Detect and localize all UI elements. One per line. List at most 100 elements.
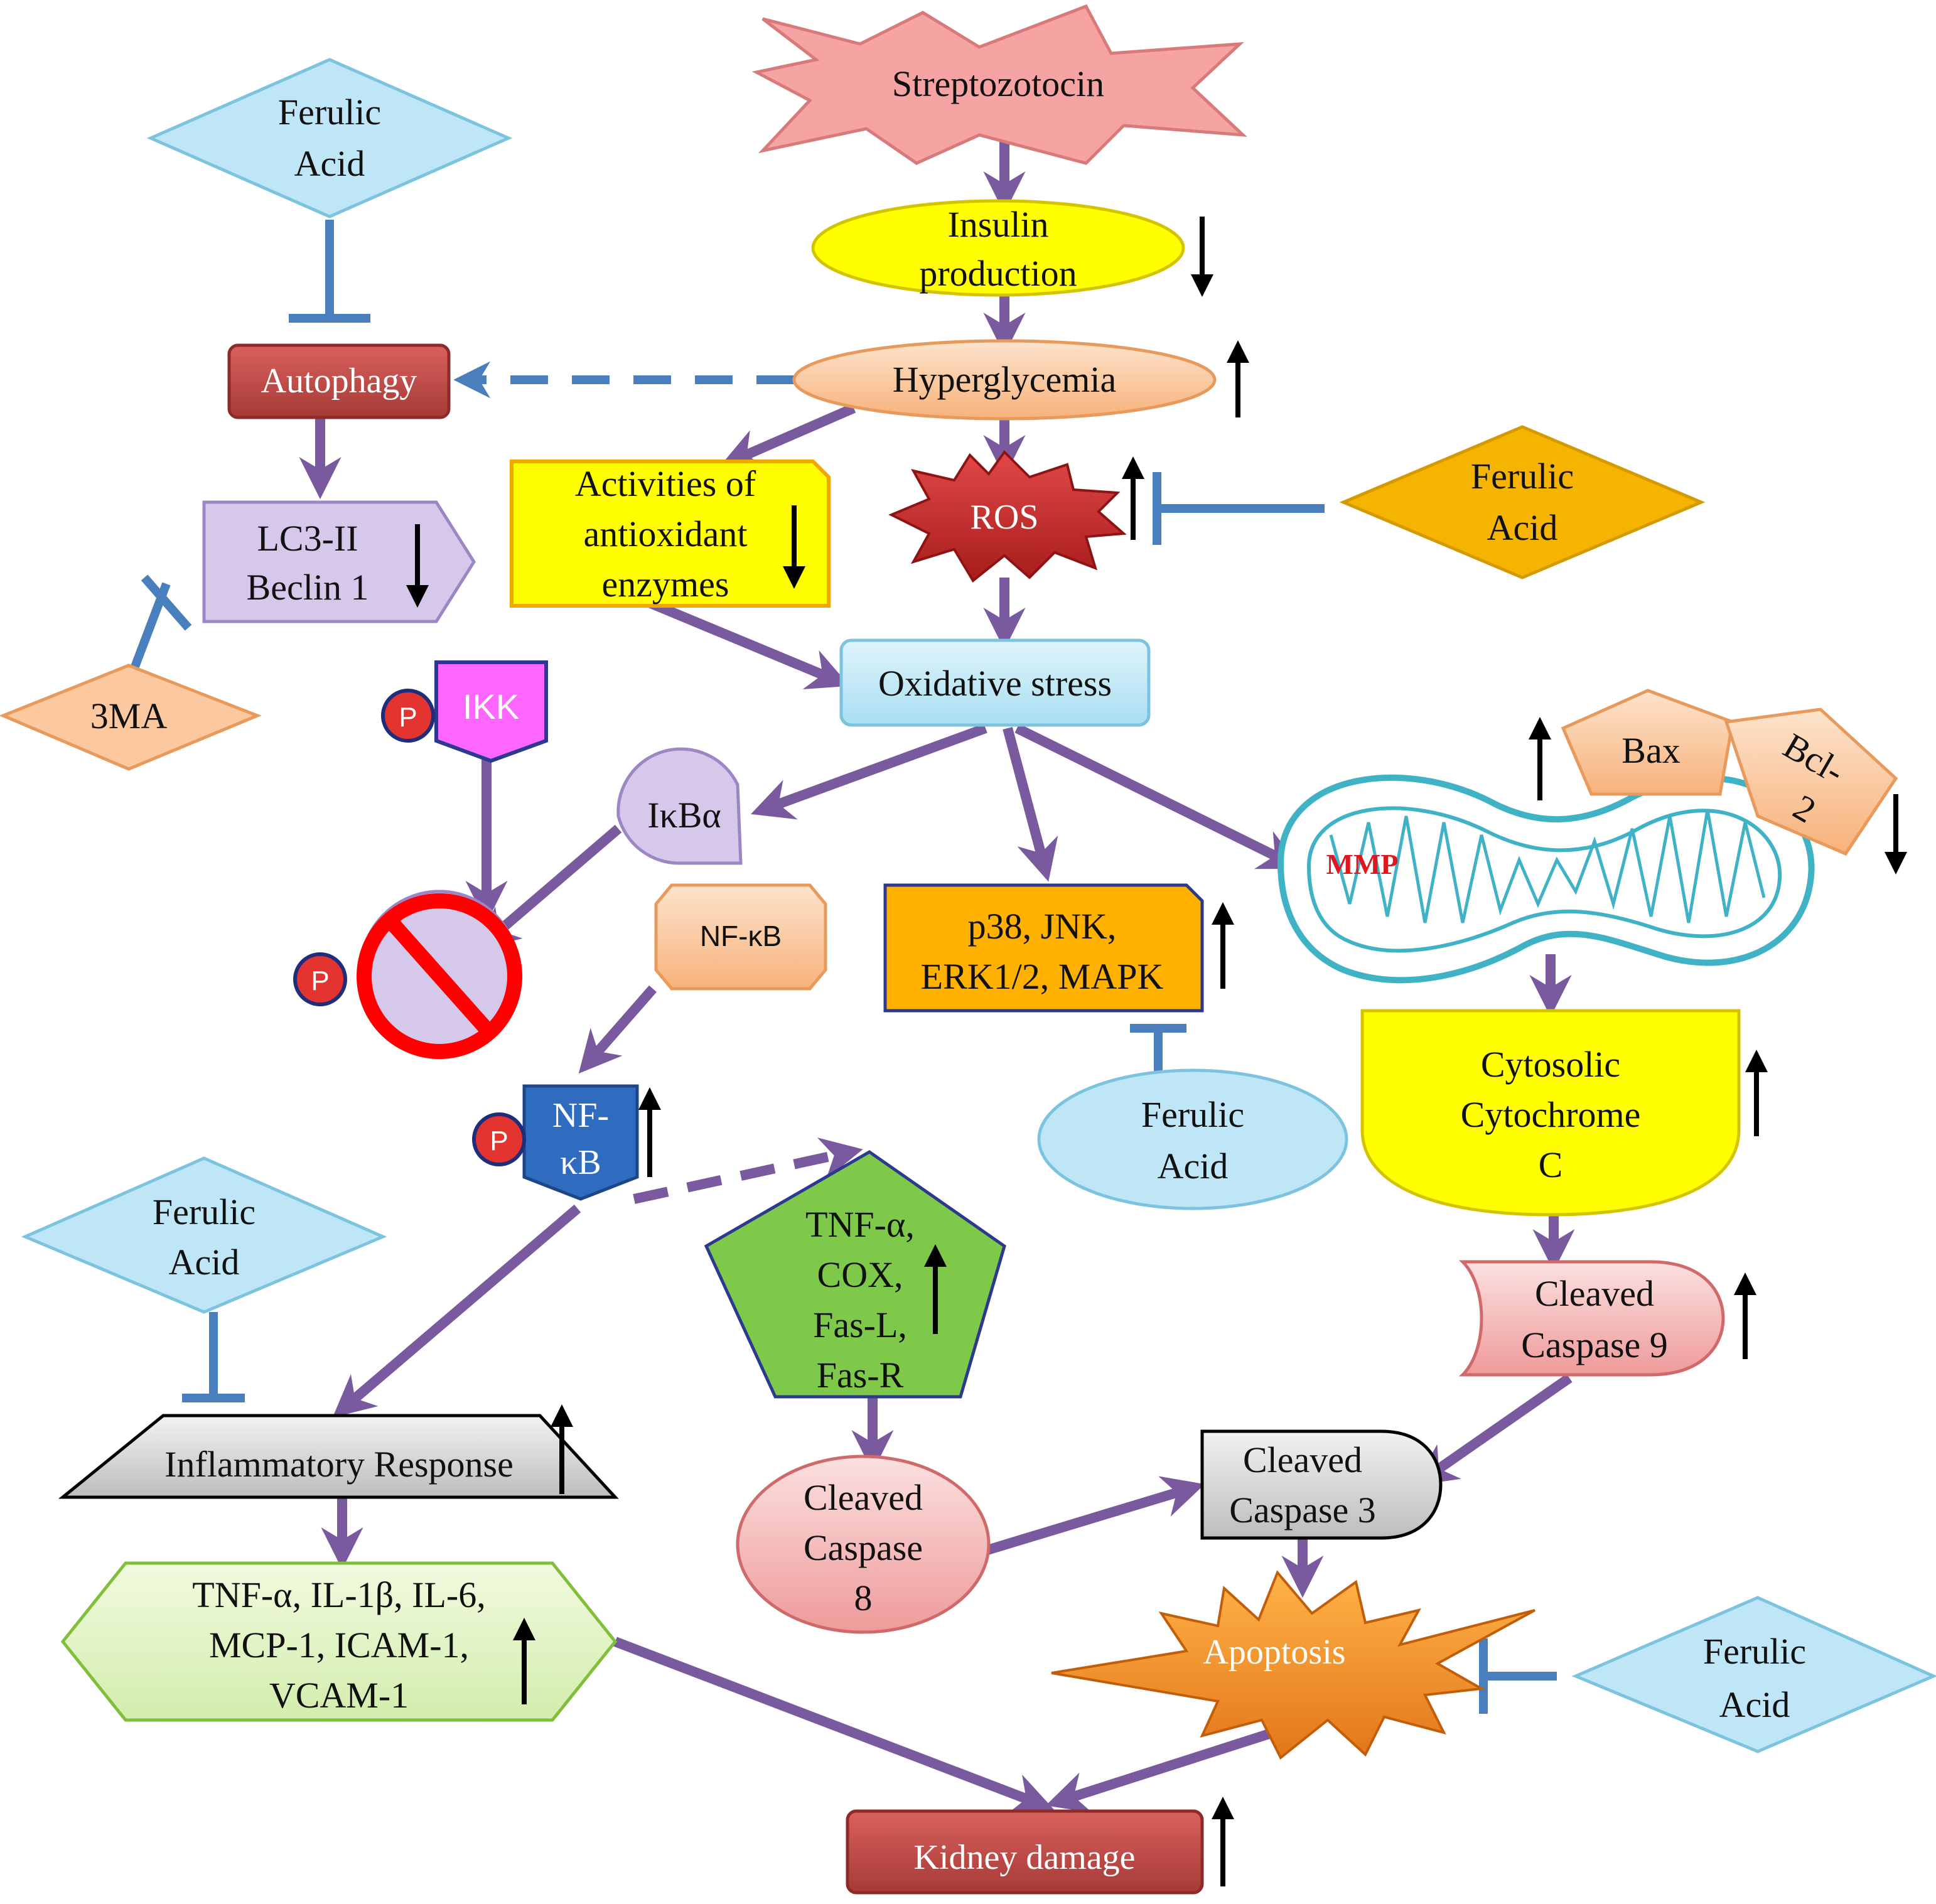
arrow-nfkb-tnf-dashed xyxy=(633,1138,863,1204)
svg-text:LC3-II: LC3-II xyxy=(257,518,358,559)
svg-text:P: P xyxy=(399,702,417,733)
tnf-cox-node: TNF-α, COX, Fas-L, Fas-R xyxy=(704,1150,1006,1399)
svg-text:Streptozotocin: Streptozotocin xyxy=(892,63,1104,104)
apoptosis-node: Apoptosis xyxy=(1051,1570,1535,1760)
arrow-ikba-blocked xyxy=(476,824,622,950)
svg-text:Kidney damage: Kidney damage xyxy=(914,1838,1136,1877)
bax-node: Bax xyxy=(1561,689,1734,796)
hyperglycemia-node: Hyperglycemia xyxy=(792,339,1217,421)
lc3-beclin-node: LC3-II Beclin 1 xyxy=(202,500,476,623)
svg-text:Insulin: Insulin xyxy=(947,204,1048,245)
svg-text:IκBα: IκBα xyxy=(647,795,721,836)
svg-text:Acid: Acid xyxy=(1719,1684,1790,1725)
svg-text:P: P xyxy=(311,965,329,996)
arrow-caspase8-caspase3 xyxy=(984,1476,1205,1556)
svg-text:NF-κB: NF-κB xyxy=(700,920,782,952)
ferulic-acid-node-ros: Ferulic Acid xyxy=(1339,425,1706,579)
svg-text:antioxidant: antioxidant xyxy=(584,514,748,554)
svg-text:Acid: Acid xyxy=(1158,1146,1229,1186)
oxidative-stress-node: Oxidative stress xyxy=(839,638,1151,727)
ikk-phospho-badge: P xyxy=(381,689,435,743)
inflammatory-response-node: Inflammatory Response xyxy=(58,1414,619,1499)
ferulic-acid-node-apoptosis: Ferulic Acid xyxy=(1571,1596,1936,1753)
autophagy-node: Autophagy xyxy=(227,343,451,419)
svg-text:Beclin 1: Beclin 1 xyxy=(247,567,369,608)
svg-text:NF-: NF- xyxy=(552,1096,609,1135)
arrow-oxidative-ikba xyxy=(751,723,987,820)
arrow-caspase9-caspase3 xyxy=(1414,1374,1573,1486)
svg-text:Cleaved: Cleaved xyxy=(1243,1439,1362,1480)
svg-text:Apoptosis: Apoptosis xyxy=(1203,1633,1345,1672)
svg-text:Cytochrome: Cytochrome xyxy=(1461,1094,1641,1135)
svg-text:Cleaved: Cleaved xyxy=(804,1477,923,1518)
inhibition-3ma-lc3 xyxy=(127,574,192,677)
svg-text:Autophagy: Autophagy xyxy=(261,362,417,401)
svg-text:VCAM-1: VCAM-1 xyxy=(269,1675,409,1716)
svg-text:p38, JNK,: p38, JNK, xyxy=(968,906,1117,947)
caspase3-node: Cleaved Caspase 3 xyxy=(1200,1429,1443,1540)
arrow-hyper-antioxidant xyxy=(719,403,856,470)
svg-text:TNF-α,: TNF-α, xyxy=(805,1204,915,1245)
cytokines-node: TNF-α, IL-1β, IL-6, MCP-1, ICAM-1, VCAM-… xyxy=(60,1561,618,1722)
svg-text:Acid: Acid xyxy=(294,143,365,184)
svg-text:Ferulic: Ferulic xyxy=(1703,1631,1806,1672)
svg-text:8: 8 xyxy=(854,1578,873,1618)
svg-text:Ferulic: Ferulic xyxy=(153,1191,255,1232)
inhibition-ferulic-apoptosis xyxy=(1479,1638,1557,1714)
streptozotocin-shape xyxy=(751,4,1247,165)
ferulic-acid-node-inflammatory: Ferulic Acid xyxy=(21,1156,387,1314)
ros-node: ROS xyxy=(888,449,1127,583)
ikk-node: IKK xyxy=(434,660,548,763)
svg-text:Ferulic: Ferulic xyxy=(1141,1094,1244,1135)
svg-text:MCP-1, ICAM-1,: MCP-1, ICAM-1, xyxy=(209,1625,469,1665)
bcl2-node: Bcl- 2 xyxy=(1724,707,1898,856)
ikba-phospho-badge: P xyxy=(293,952,347,1006)
svg-text:Hyperglycemia: Hyperglycemia xyxy=(893,359,1116,400)
svg-text:C: C xyxy=(1539,1144,1563,1185)
ikba-node: IκBα xyxy=(616,747,743,865)
arrow-nfkb-active xyxy=(578,985,657,1074)
mitochondrion-node: MMP xyxy=(1277,774,1815,984)
svg-text:IKK: IKK xyxy=(463,687,519,726)
arrow-antioxidant-oxidative xyxy=(632,591,850,689)
svg-text:Ferulic: Ferulic xyxy=(1471,456,1574,497)
svg-text:Fas-L,: Fas-L, xyxy=(813,1304,907,1345)
svg-text:Cleaved: Cleaved xyxy=(1535,1273,1654,1314)
arrow-oxidative-mapk xyxy=(1003,726,1058,882)
svg-text:Fas-R: Fas-R xyxy=(817,1355,904,1396)
svg-text:production: production xyxy=(919,253,1077,294)
mapk-node: p38, JNK, ERK1/2, MAPK xyxy=(883,883,1204,1013)
ferulic-acid-node-mapk: Ferulic Acid xyxy=(1037,1068,1348,1210)
svg-text:3MA: 3MA xyxy=(90,696,168,736)
svg-text:Acid: Acid xyxy=(1487,507,1558,548)
svg-text:Activities of: Activities of xyxy=(575,463,756,504)
svg-text:TNF-α, IL-1β, IL-6,: TNF-α, IL-1β, IL-6, xyxy=(192,1574,485,1615)
ferulic-acid-node-autophagy: Ferulic Acid xyxy=(146,58,513,218)
3ma-node: 3MA xyxy=(0,664,262,771)
arrow-oxidative-mmp xyxy=(1014,723,1302,869)
svg-text:P: P xyxy=(490,1126,508,1156)
arrow-nfkb-inflammatory xyxy=(332,1204,581,1418)
svg-text:Caspase 3: Caspase 3 xyxy=(1229,1490,1376,1530)
svg-text:Inflammatory Response: Inflammatory Response xyxy=(164,1444,514,1485)
svg-text:κB: κB xyxy=(560,1143,601,1182)
prohibited-icon xyxy=(357,893,522,1059)
svg-text:COX,: COX, xyxy=(817,1254,903,1295)
arrow-cytokines-kidney xyxy=(613,1637,1054,1814)
connectors xyxy=(127,138,1575,1814)
svg-text:Bax: Bax xyxy=(1621,730,1680,771)
svg-text:Acid: Acid xyxy=(169,1242,240,1283)
inhibition-ferulic-ros xyxy=(1153,472,1325,545)
nfkb-inactive-node: NF-κB xyxy=(654,883,827,991)
antioxidant-enzymes-node: Activities of antioxidant enzymes xyxy=(510,460,831,608)
svg-text:Oxidative stress: Oxidative stress xyxy=(878,663,1112,704)
svg-text:enzymes: enzymes xyxy=(602,564,729,605)
inhibition-ferulic-autophagy xyxy=(289,220,370,323)
svg-text:Caspase: Caspase xyxy=(804,1527,923,1568)
nfkb-phospho-badge: P xyxy=(472,1112,526,1166)
streptozotocin-node: Streptozotocin xyxy=(751,4,1247,165)
caspase9-node: Cleaved Caspase 9 xyxy=(1458,1260,1725,1377)
svg-text:ERK1/2, MAPK: ERK1/2, MAPK xyxy=(921,956,1164,997)
insulin-node: Insulin production xyxy=(811,199,1185,297)
